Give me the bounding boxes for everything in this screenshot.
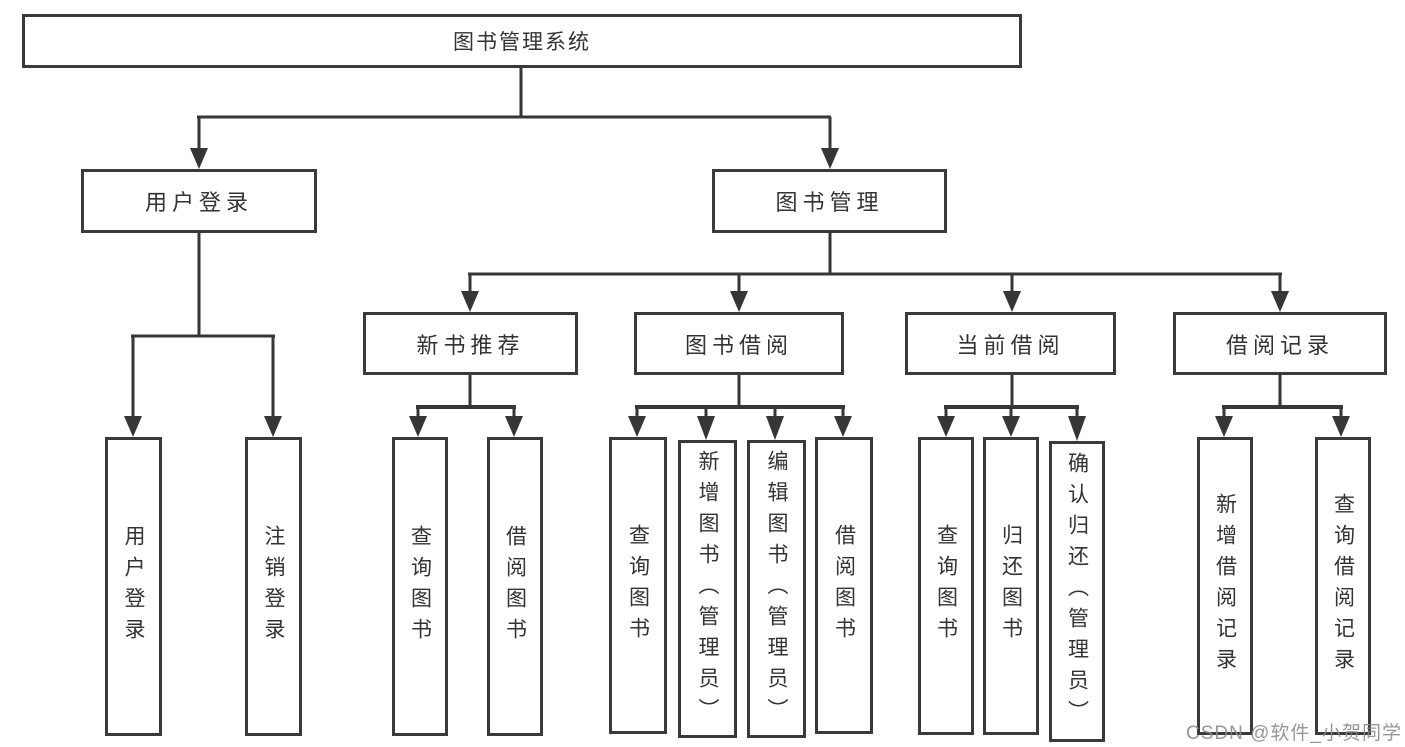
leaf-bb-add-books-admin: 新增图书（管理员） (678, 440, 737, 738)
connector-newbooks-to-leaves (409, 375, 523, 437)
leaf-br-add-record: 新增借阅记录 (1197, 437, 1253, 735)
leaf-cb-confirm-return-admin: 确认归还（管理员） (1049, 441, 1105, 742)
node-user-login: 用户登录 (81, 169, 317, 233)
leaf-label: 归还图书 (999, 524, 1023, 648)
connector-currentborrow-to-leaves (937, 375, 1086, 441)
node-borrowing-records: 借阅记录 (1173, 312, 1387, 375)
connector-bookborrow-to-leaves (628, 375, 852, 440)
leaf-cb-return-books: 归还图书 (983, 437, 1039, 735)
csdn-watermark: CSDN @软件_小贺同学 (1186, 723, 1402, 744)
leaf-label: 查询图书 (934, 524, 958, 648)
leaf-label: 借阅图书 (832, 523, 856, 648)
leaf-label: 查询图书 (408, 524, 432, 649)
leaf-label: 查询图书 (626, 523, 650, 648)
node-new-book-recommend: 新书推荐 (363, 312, 578, 375)
leaf-label: 借阅图书 (503, 524, 527, 649)
connector-bookmgmt-to-level2 (461, 233, 1289, 312)
connector-userlogin-to-leaves (124, 233, 282, 437)
leaf-bb-edit-books-admin: 编辑图书（管理员） (747, 440, 806, 738)
leaf-nb-borrow-books: 借阅图书 (487, 437, 543, 736)
leaf-label: 确认归还（管理员） (1065, 452, 1089, 731)
leaf-label: 查询借阅记录 (1331, 493, 1355, 679)
leaf-label: 用户登录 (122, 524, 145, 649)
leaf-br-query-record: 查询借阅记录 (1315, 437, 1371, 735)
node-book-borrowing: 图书借阅 (634, 312, 844, 375)
leaf-bb-borrow-books: 借阅图书 (815, 437, 873, 734)
node-book-management: 图书管理 (712, 169, 947, 233)
leaf-cb-query-books: 查询图书 (918, 437, 974, 735)
leaf-label: 新增图书（管理员） (696, 449, 719, 729)
leaf-label: 新增借阅记录 (1213, 493, 1237, 679)
leaf-nb-query-books: 查询图书 (392, 437, 448, 736)
node-current-borrowing: 当前借阅 (905, 312, 1116, 375)
node-library-management-system: 图书管理系统 (22, 14, 1022, 68)
leaf-bb-query-books: 查询图书 (609, 437, 667, 734)
connector-root-to-level1 (190, 68, 839, 169)
leaf-user-login: 用户登录 (105, 437, 162, 736)
leaf-logout: 注销登录 (245, 437, 302, 736)
connector-records-to-leaves (1215, 375, 1350, 437)
leaf-label: 编辑图书（管理员） (765, 449, 788, 729)
leaf-label: 注销登录 (262, 524, 285, 649)
